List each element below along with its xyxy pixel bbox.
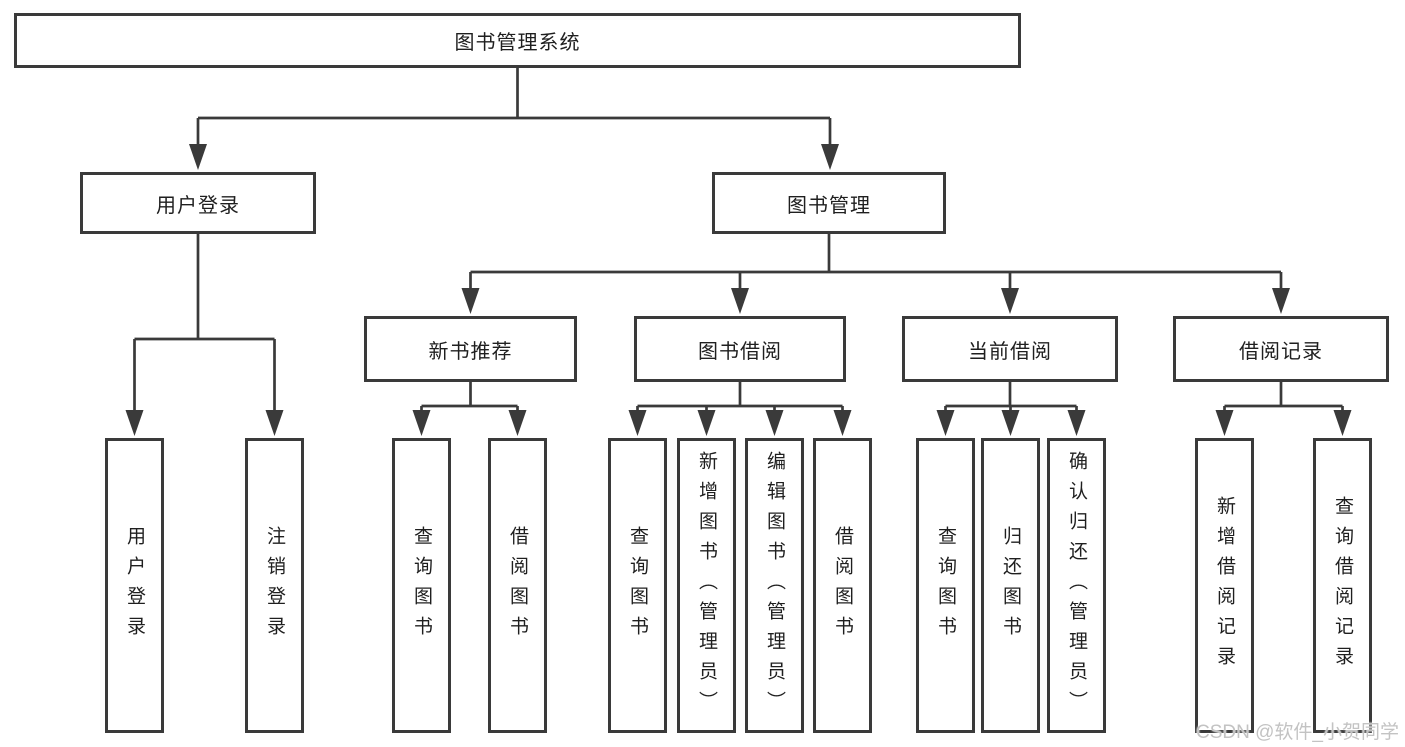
node-leaf-add-book: 新增图书（管理员）	[677, 438, 736, 733]
node-current-borrow: 当前借阅	[902, 316, 1118, 382]
arrowhead-down-icon	[265, 410, 284, 436]
arrowhead-down-icon	[1001, 410, 1020, 436]
node-book-mgmt: 图书管理	[712, 172, 946, 234]
node-current-borrow-label: 当前借阅	[968, 340, 1052, 363]
node-leaf-query-borrow-record: 查询借阅记录	[1313, 438, 1372, 733]
node-leaf-confirm-return: 确认归还（管理员）	[1047, 438, 1106, 733]
node-leaf-query-book-1-label: 查询图书	[411, 525, 432, 646]
node-root: 图书管理系统	[14, 13, 1021, 68]
arrowhead-down-icon	[125, 410, 144, 436]
node-book-mgmt-label: 图书管理	[787, 194, 871, 217]
node-leaf-add-book-label: 新增图书（管理员）	[696, 450, 717, 721]
connector-line	[196, 68, 832, 146]
node-book-borrow: 图书借阅	[634, 316, 846, 382]
node-leaf-logout: 注销登录	[245, 438, 304, 733]
node-root-label: 图书管理系统	[454, 32, 581, 54]
node-leaf-query-book-2-label: 查询图书	[627, 525, 648, 646]
node-leaf-query-borrow-record-label: 查询借阅记录	[1332, 495, 1353, 676]
node-leaf-borrow-book-2-label: 借阅图书	[832, 525, 853, 646]
node-leaf-add-borrow-record: 新增借阅记录	[1195, 438, 1254, 733]
node-leaf-query-book-3-label: 查询图书	[935, 525, 956, 646]
connector-line	[133, 234, 276, 414]
arrowhead-down-icon	[412, 410, 431, 436]
arrowhead-down-icon	[628, 410, 647, 436]
arrowhead-down-icon	[1001, 288, 1019, 314]
arrowhead-down-icon	[821, 144, 839, 170]
node-leaf-borrow-book-1: 借阅图书	[488, 438, 547, 733]
arrowhead-down-icon	[731, 288, 749, 314]
connector-book-mgmt-children	[461, 234, 1290, 314]
node-book-borrow-label: 图书借阅	[698, 340, 782, 363]
node-leaf-query-book-2: 查询图书	[608, 438, 667, 733]
arrowhead-down-icon	[1333, 410, 1352, 436]
node-leaf-return-book: 归还图书	[981, 438, 1040, 733]
arrowhead-down-icon	[697, 410, 716, 436]
connector-line	[469, 234, 1283, 292]
arrowhead-down-icon	[508, 410, 527, 436]
node-user-login-label: 用户登录	[156, 194, 240, 217]
node-leaf-edit-book-label: 编辑图书（管理员）	[764, 450, 785, 721]
arrowhead-down-icon	[765, 410, 784, 436]
arrowhead-down-icon	[936, 410, 955, 436]
node-leaf-query-book-1: 查询图书	[392, 438, 451, 733]
arrowhead-down-icon	[189, 144, 207, 170]
node-user-login: 用户登录	[80, 172, 316, 234]
node-borrow-records-label: 借阅记录	[1239, 340, 1323, 363]
node-leaf-logout-label: 注销登录	[264, 525, 285, 646]
node-leaf-return-book-label: 归还图书	[1000, 525, 1021, 646]
node-leaf-borrow-book-2: 借阅图书	[813, 438, 872, 733]
arrowhead-down-icon	[1067, 410, 1086, 436]
node-leaf-user-login-label: 用户登录	[124, 525, 145, 646]
node-new-book-rec: 新书推荐	[364, 316, 577, 382]
connector-new-book-rec-children	[412, 382, 527, 436]
node-leaf-edit-book: 编辑图书（管理员）	[745, 438, 804, 733]
connector-line	[636, 382, 844, 414]
node-leaf-user-login: 用户登录	[105, 438, 164, 733]
arrowhead-down-icon	[461, 288, 480, 314]
connector-user-login-children	[125, 234, 284, 436]
connector-line	[944, 382, 1078, 414]
node-new-book-rec-label: 新书推荐	[428, 340, 513, 363]
connector-book-borrow-children	[628, 382, 852, 436]
arrowhead-down-icon	[1272, 288, 1290, 314]
connector-root-to-level2	[189, 68, 839, 170]
node-leaf-add-borrow-record-label: 新增借阅记录	[1214, 495, 1235, 676]
arrowhead-down-icon	[1215, 410, 1234, 436]
connector-borrow-records-children	[1215, 382, 1352, 436]
node-borrow-records: 借阅记录	[1173, 316, 1389, 382]
connector-current-borrow-children	[936, 382, 1086, 436]
arrowhead-down-icon	[833, 410, 852, 436]
node-leaf-borrow-book-1-label: 借阅图书	[507, 525, 528, 646]
csdn-watermark: CSDN @软件_小贺同学	[1196, 722, 1399, 743]
connector-line	[420, 382, 519, 414]
node-leaf-confirm-return-label: 确认归还（管理员）	[1066, 450, 1087, 721]
connector-line	[1223, 382, 1344, 414]
node-leaf-query-book-3: 查询图书	[916, 438, 975, 733]
